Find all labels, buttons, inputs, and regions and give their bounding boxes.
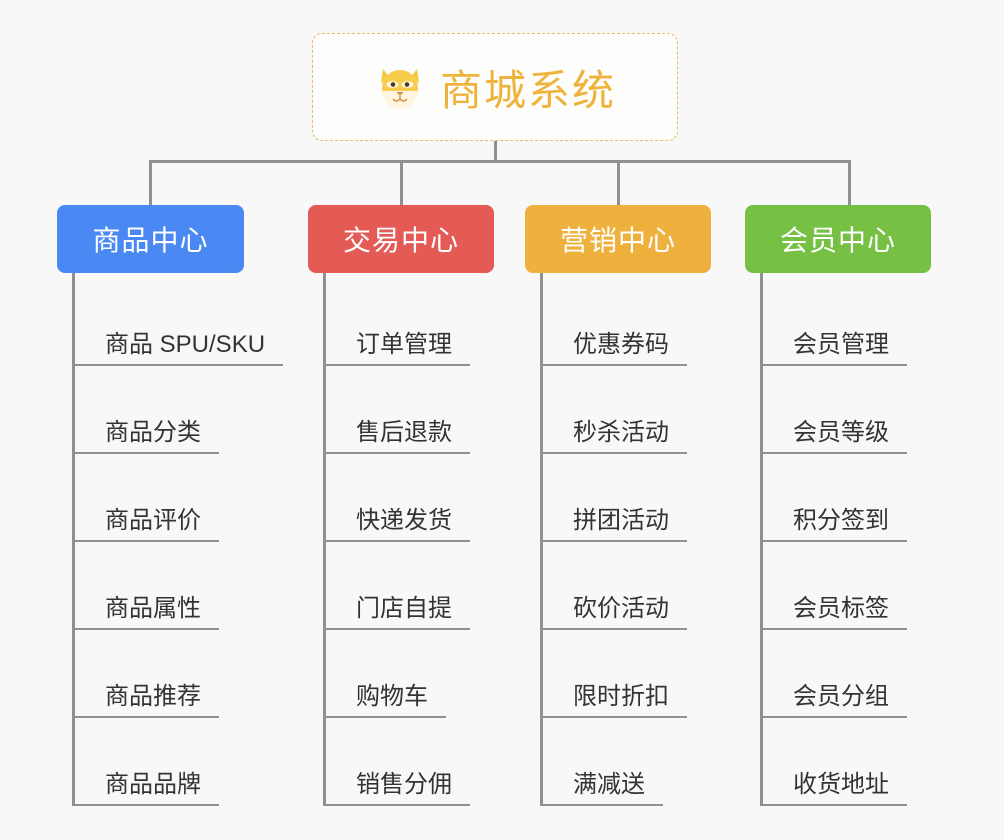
- list-item[interactable]: 商品 SPU/SKU: [75, 278, 284, 366]
- list-item[interactable]: 购物车: [326, 630, 494, 718]
- leaf-label: 秒杀活动: [543, 419, 687, 454]
- list-item[interactable]: 砍价活动: [543, 542, 711, 630]
- list-item[interactable]: 收货地址: [763, 718, 931, 806]
- branch-header-marketing-center[interactable]: 营销中心: [525, 205, 711, 273]
- leaf-list-member-center: 会员管理 会员等级 积分签到 会员标签 会员分组 收货地址: [760, 273, 931, 806]
- leaf-list-trade-center: 订单管理 售后退款 快递发货 门店自提 购物车 销售分佣: [323, 273, 494, 806]
- leaf-label: 会员分组: [763, 683, 907, 718]
- list-item[interactable]: 秒杀活动: [543, 366, 711, 454]
- leaf-label: 满减送: [543, 771, 663, 806]
- leaf-label: 商品评价: [75, 507, 219, 542]
- leaf-label: 购物车: [326, 683, 446, 718]
- branch-label: 会员中心: [779, 225, 896, 256]
- connector-horizontal-bus: [150, 160, 850, 163]
- leaf-label: 优惠券码: [543, 331, 687, 366]
- connector-branch-1-vertical: [149, 160, 152, 205]
- leaf-label: 快递发货: [326, 507, 470, 542]
- list-item[interactable]: 商品属性: [75, 542, 283, 630]
- list-item[interactable]: 会员管理: [763, 278, 931, 366]
- leaf-list-marketing-center: 优惠券码 秒杀活动 拼团活动 砍价活动 限时折扣 满减送: [540, 273, 711, 806]
- connector-branch-2-vertical: [400, 160, 403, 205]
- leaf-label: 商品属性: [75, 595, 219, 630]
- connector-branch-4-vertical: [848, 160, 851, 205]
- root-node[interactable]: 商城系统: [312, 33, 678, 141]
- list-item[interactable]: 商品评价: [75, 454, 283, 542]
- list-item[interactable]: 订单管理: [326, 278, 494, 366]
- leaf-label: 订单管理: [326, 331, 470, 366]
- leaf-label: 限时折扣: [543, 683, 687, 718]
- leaf-list-product-center: 商品 SPU/SKU 商品分类 商品评价 商品属性 商品推荐 商品品牌: [72, 273, 284, 806]
- leaf-label: 会员等级: [763, 419, 907, 454]
- branch-label: 商品中心: [92, 225, 209, 256]
- list-item[interactable]: 会员分组: [763, 630, 931, 718]
- list-item[interactable]: 会员标签: [763, 542, 931, 630]
- list-item[interactable]: 优惠券码: [543, 278, 711, 366]
- list-item[interactable]: 商品品牌: [75, 718, 283, 806]
- connector-branch-3-vertical: [617, 160, 620, 205]
- leaf-label: 砍价活动: [543, 595, 687, 630]
- root-title: 商城系统: [439, 66, 616, 114]
- list-item[interactable]: 门店自提: [326, 542, 494, 630]
- connector-root-vertical: [494, 141, 497, 161]
- leaf-label: 商品品牌: [75, 771, 219, 806]
- leaf-label: 售后退款: [326, 419, 470, 454]
- leaf-label: 会员管理: [763, 331, 907, 366]
- leaf-label: 会员标签: [763, 595, 907, 630]
- branch-label: 交易中心: [342, 225, 459, 256]
- branch-header-trade-center[interactable]: 交易中心: [308, 205, 494, 273]
- list-item[interactable]: 满减送: [543, 718, 711, 806]
- leaf-label: 商品推荐: [75, 683, 219, 718]
- branch-label: 营销中心: [559, 225, 676, 256]
- leaf-label: 销售分佣: [326, 771, 470, 806]
- leaf-label: 积分签到: [763, 507, 907, 542]
- leaf-label: 门店自提: [326, 595, 470, 630]
- list-item[interactable]: 快递发货: [326, 454, 494, 542]
- list-item[interactable]: 售后退款: [326, 366, 494, 454]
- branch-header-product-center[interactable]: 商品中心: [57, 205, 244, 273]
- branch-marketing-center: 营销中心 优惠券码 秒杀活动 拼团活动 砍价活动 限时折扣 满减送: [525, 205, 711, 806]
- leaf-label: 商品 SPU/SKU: [75, 331, 284, 366]
- list-item[interactable]: 会员等级: [763, 366, 931, 454]
- leaf-label: 收货地址: [763, 771, 907, 806]
- branch-product-center: 商品中心 商品 SPU/SKU 商品分类 商品评价 商品属性 商品推荐 商品品牌: [57, 205, 284, 806]
- branch-member-center: 会员中心 会员管理 会员等级 积分签到 会员标签 会员分组 收货地址: [745, 205, 931, 806]
- leaf-label: 商品分类: [75, 419, 219, 454]
- list-item[interactable]: 商品分类: [75, 366, 283, 454]
- list-item[interactable]: 积分签到: [763, 454, 931, 542]
- leaf-label: 拼团活动: [543, 507, 687, 542]
- branch-header-member-center[interactable]: 会员中心: [745, 205, 931, 273]
- list-item[interactable]: 拼团活动: [543, 454, 711, 542]
- list-item[interactable]: 销售分佣: [326, 718, 494, 806]
- list-item[interactable]: 限时折扣: [543, 630, 711, 718]
- branch-trade-center: 交易中心 订单管理 售后退款 快递发货 门店自提 购物车 销售分佣: [308, 205, 494, 806]
- list-item[interactable]: 商品推荐: [75, 630, 283, 718]
- shiba-dog-face-icon: [374, 61, 426, 113]
